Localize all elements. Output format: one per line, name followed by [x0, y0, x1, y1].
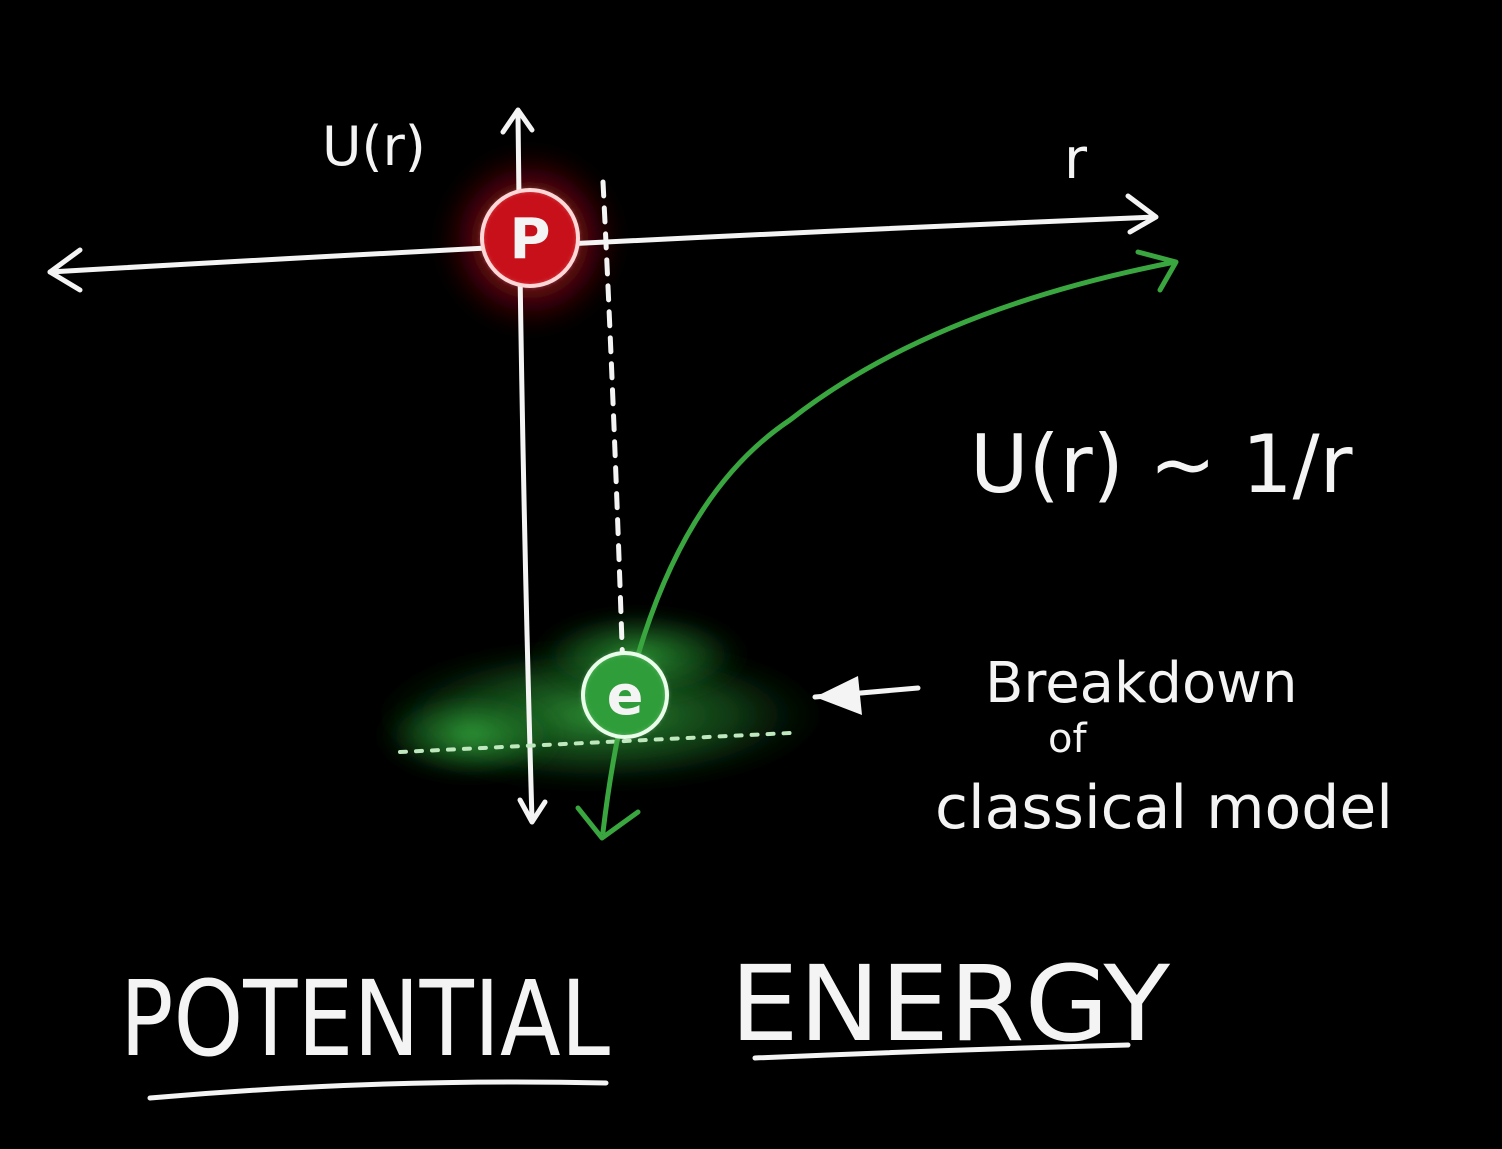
title-underline-1 [147, 1079, 609, 1101]
title-word1: POTENTIAL [120, 958, 610, 1080]
electron: e [581, 651, 669, 739]
r-axis [47, 193, 1159, 293]
annotation-line2: of [1048, 716, 1087, 762]
u-axis-label: U(r) [322, 115, 426, 178]
dashed-vertical-line [600, 179, 628, 738]
annotation-arrow [812, 676, 921, 715]
electron-label: e [607, 664, 644, 727]
dotted-horizontal-line [398, 731, 792, 754]
formula-label: U(r) ~ 1/r [970, 418, 1353, 511]
annotation-line3: classical model [935, 773, 1393, 843]
annotation-line1: Breakdown [985, 651, 1298, 716]
title-underline-2 [752, 1042, 1131, 1061]
proton: P [480, 188, 580, 288]
r-axis-label: r [1064, 127, 1088, 192]
proton-label: P [509, 207, 550, 272]
